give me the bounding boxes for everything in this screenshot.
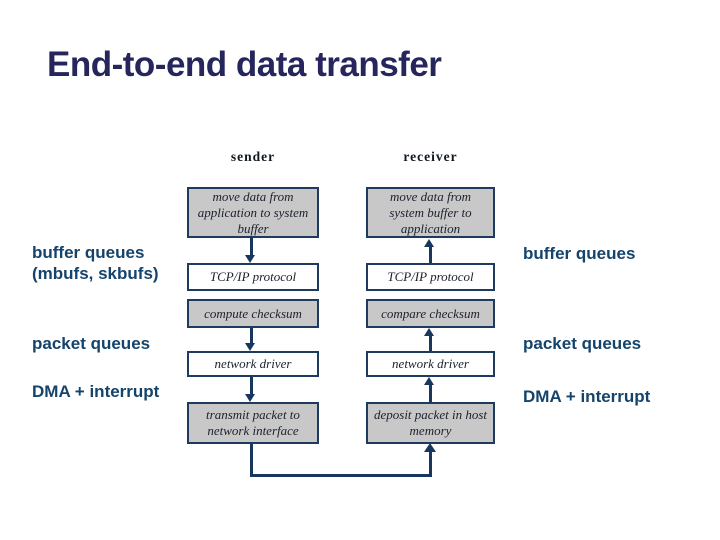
sender-box-transmit-packet: transmit packet to network interface: [187, 402, 319, 444]
receiver-column-header: receiver: [403, 149, 458, 164]
arrow-down-icon: [245, 238, 257, 263]
arrow-up-icon: [424, 377, 436, 402]
arrow-up-icon: [424, 328, 436, 351]
left-label-dma-interrupt: DMA + interrupt: [32, 382, 160, 401]
receiver-box-compare-checksum: compare checksum: [366, 299, 495, 328]
connector-segment: [250, 444, 253, 477]
arrow-up-icon: [424, 443, 436, 452]
left-label-packet-queues: packet queues: [32, 334, 151, 353]
right-label-buffer-queues: buffer queues: [523, 244, 636, 263]
slide-title: End-to-end data transfer: [47, 45, 442, 84]
sender-column-header: sender: [230, 149, 276, 164]
right-label-dma-interrupt: DMA + interrupt: [523, 387, 651, 406]
arrow-down-icon: [245, 377, 257, 402]
right-label-packet-queues: packet queues: [523, 334, 642, 353]
sender-box-compute-checksum: compute checksum: [187, 299, 319, 328]
receiver-box-network-driver: network driver: [366, 351, 495, 377]
arrow-up-icon: [424, 239, 436, 263]
left-label-buffer-queues: buffer queues (mbufs, skbufs): [32, 242, 159, 284]
receiver-box-deposit-packet: deposit packet in host memory: [366, 402, 495, 444]
sender-box-tcpip-protocol: TCP/IP protocol: [187, 263, 319, 291]
receiver-box-tcpip-protocol: TCP/IP protocol: [366, 263, 495, 291]
receiver-box-system-buffer-to-app: move data from system buffer to applicat…: [366, 187, 495, 238]
left-label-buffer-queues-line1: buffer queues: [32, 243, 145, 262]
arrow-down-icon: [245, 328, 257, 351]
connector-segment: [250, 474, 432, 477]
connector-segment: [429, 451, 432, 477]
sender-box-app-to-system-buffer: move data from application to system buf…: [187, 187, 319, 238]
left-label-buffer-queues-line2: (mbufs, skbufs): [32, 264, 159, 283]
sender-box-network-driver: network driver: [187, 351, 319, 377]
